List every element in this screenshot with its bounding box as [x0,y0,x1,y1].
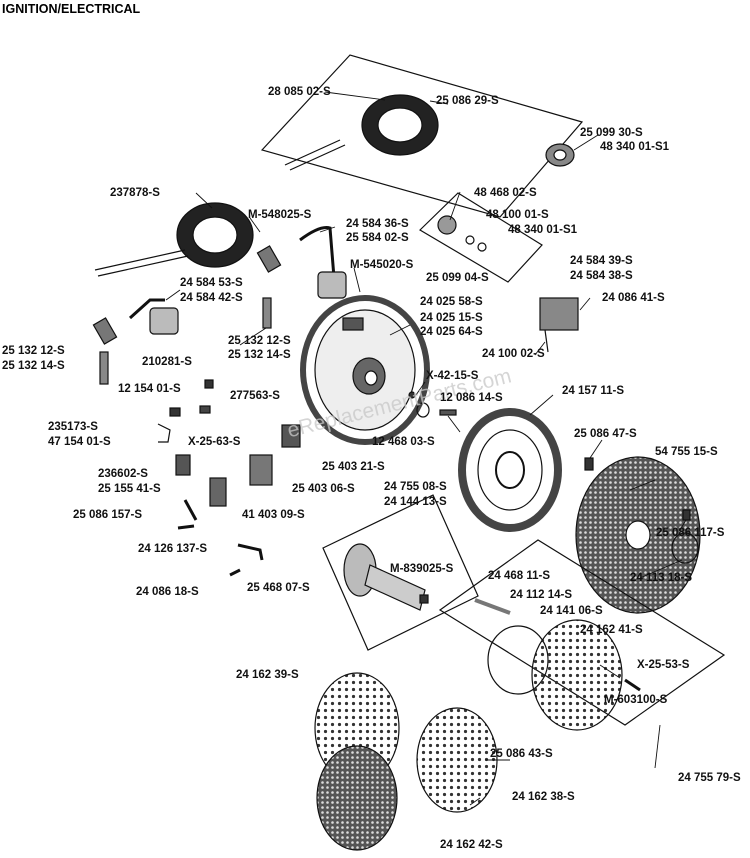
rectifier-switch [545,143,575,167]
rectifier-small [281,424,301,448]
part-label: 25 132 14-S [228,349,291,361]
cooling-fan [458,408,562,532]
part-label: 25 584 02-S [346,232,409,244]
pin [474,598,511,615]
part-label: 25 086 29-S [436,95,499,107]
part-label: X-25-53-S [637,659,690,671]
drive-hub [343,543,429,611]
ignition-coil-2 [149,307,179,335]
part-label: 48 468 02-S [474,187,537,199]
hub-kit-box [322,494,479,651]
part-label: 24 025 58-S [420,296,483,308]
part-label: 25 086 157-S [73,509,143,521]
part-label: 277563-S [230,390,280,402]
part-label: 24 086 41-S [602,292,665,304]
regulator-1 [249,454,273,486]
part-label: 25 086 47-S [574,428,637,440]
part-label: 25 086 43-S [490,748,553,760]
stator-left [176,202,254,268]
screen-disc-4 [316,745,398,851]
part-label: 24 584 42-S [180,292,243,304]
part-label: 54 755 15-S [655,446,718,458]
part-label: 12 086 14-S [440,392,503,404]
part-label: 24 755 79-S [678,772,741,784]
stator-top [361,94,439,156]
part-label: 12 154 01-S [118,383,181,395]
part-label: 24 100 02-S [482,348,545,360]
part-label: M-548025-S [248,209,312,221]
alternator-kit-box [260,54,584,218]
screen-disc-1 [531,619,623,731]
part-label: 28 085 02-S [268,86,331,98]
part-label: 48 100 01-S [486,209,549,221]
part-label: 210281-S [142,356,192,368]
part-label: 24 141 06-S [540,605,603,617]
keyswitch-kit-box [419,192,543,283]
spark-plug-2 [99,351,109,385]
part-label: 24 584 38-S [570,270,633,282]
part-label: X-42-15-S [426,370,479,382]
part-label: X-25-63-S [188,436,241,448]
part-label: 24 755 08-S [384,481,447,493]
stator-top-leads [284,139,341,166]
part-label: 236602-S [98,468,148,480]
part-label: 25 099 04-S [426,272,489,284]
ignition-coil-1 [317,271,347,299]
part-label: 25 403 21-S [322,461,385,473]
part-label: M-603100-S [604,694,668,706]
part-label: 25 155 41-S [98,483,161,495]
part-label: 24 162 41-S [580,624,643,636]
part-label: 24 112 14-S [510,589,573,601]
part-label: 237878-S [110,187,160,199]
grass-screen [575,456,701,614]
part-label: 48 340 01-S1 [600,141,670,153]
part-label: 24 086 18-S [136,586,199,598]
part-label: 24 157 11-S [562,385,625,397]
part-label: 24 584 36-S [346,218,409,230]
part-label: 24 468 11-S [488,570,551,582]
part-label: 12 468 03-S [372,436,435,448]
regulator-2 [209,477,227,507]
part-label: M-545020-S [350,259,414,271]
part-label: 24 144 13-S [384,496,447,508]
part-label: 25 132 12-S [228,335,291,347]
part-label: 24 162 38-S [512,791,575,803]
bracket-clip [157,423,171,443]
part-label: 25 086 117-S [656,527,725,539]
part-label: 25 468 07-S [247,582,310,594]
part-label: 235173-S [48,421,98,433]
flywheel [300,295,430,445]
part-label: 24 584 53-S [180,277,243,289]
part-label: 24 113 18-S [630,572,693,584]
part-label: 24 584 39-S [570,255,633,267]
part-label: 47 154 01-S [48,436,111,448]
part-label: M-839025-S [390,563,454,575]
part-label: 24 025 64-S [420,326,483,338]
spark-plug-1 [262,297,272,329]
part-label: 25 132 12-S [2,345,65,357]
control-module [539,297,579,331]
ignition-coil-lead-1 [299,226,337,291]
part-label: 48 340 01-S1 [508,224,578,236]
part-label: 25 099 30-S [580,127,643,139]
page-title: IGNITION/ELECTRICAL [2,2,141,16]
part-label: 24 025 15-S [420,312,483,324]
part-label: 25 403 06-S [292,483,355,495]
part-label: 24 162 39-S [236,669,299,681]
part-label: 25 132 14-S [2,360,65,372]
part-label: 24 162 42-S [440,839,503,851]
part-label: 41 403 09-S [242,509,305,521]
part-label: 24 126 137-S [138,543,208,555]
